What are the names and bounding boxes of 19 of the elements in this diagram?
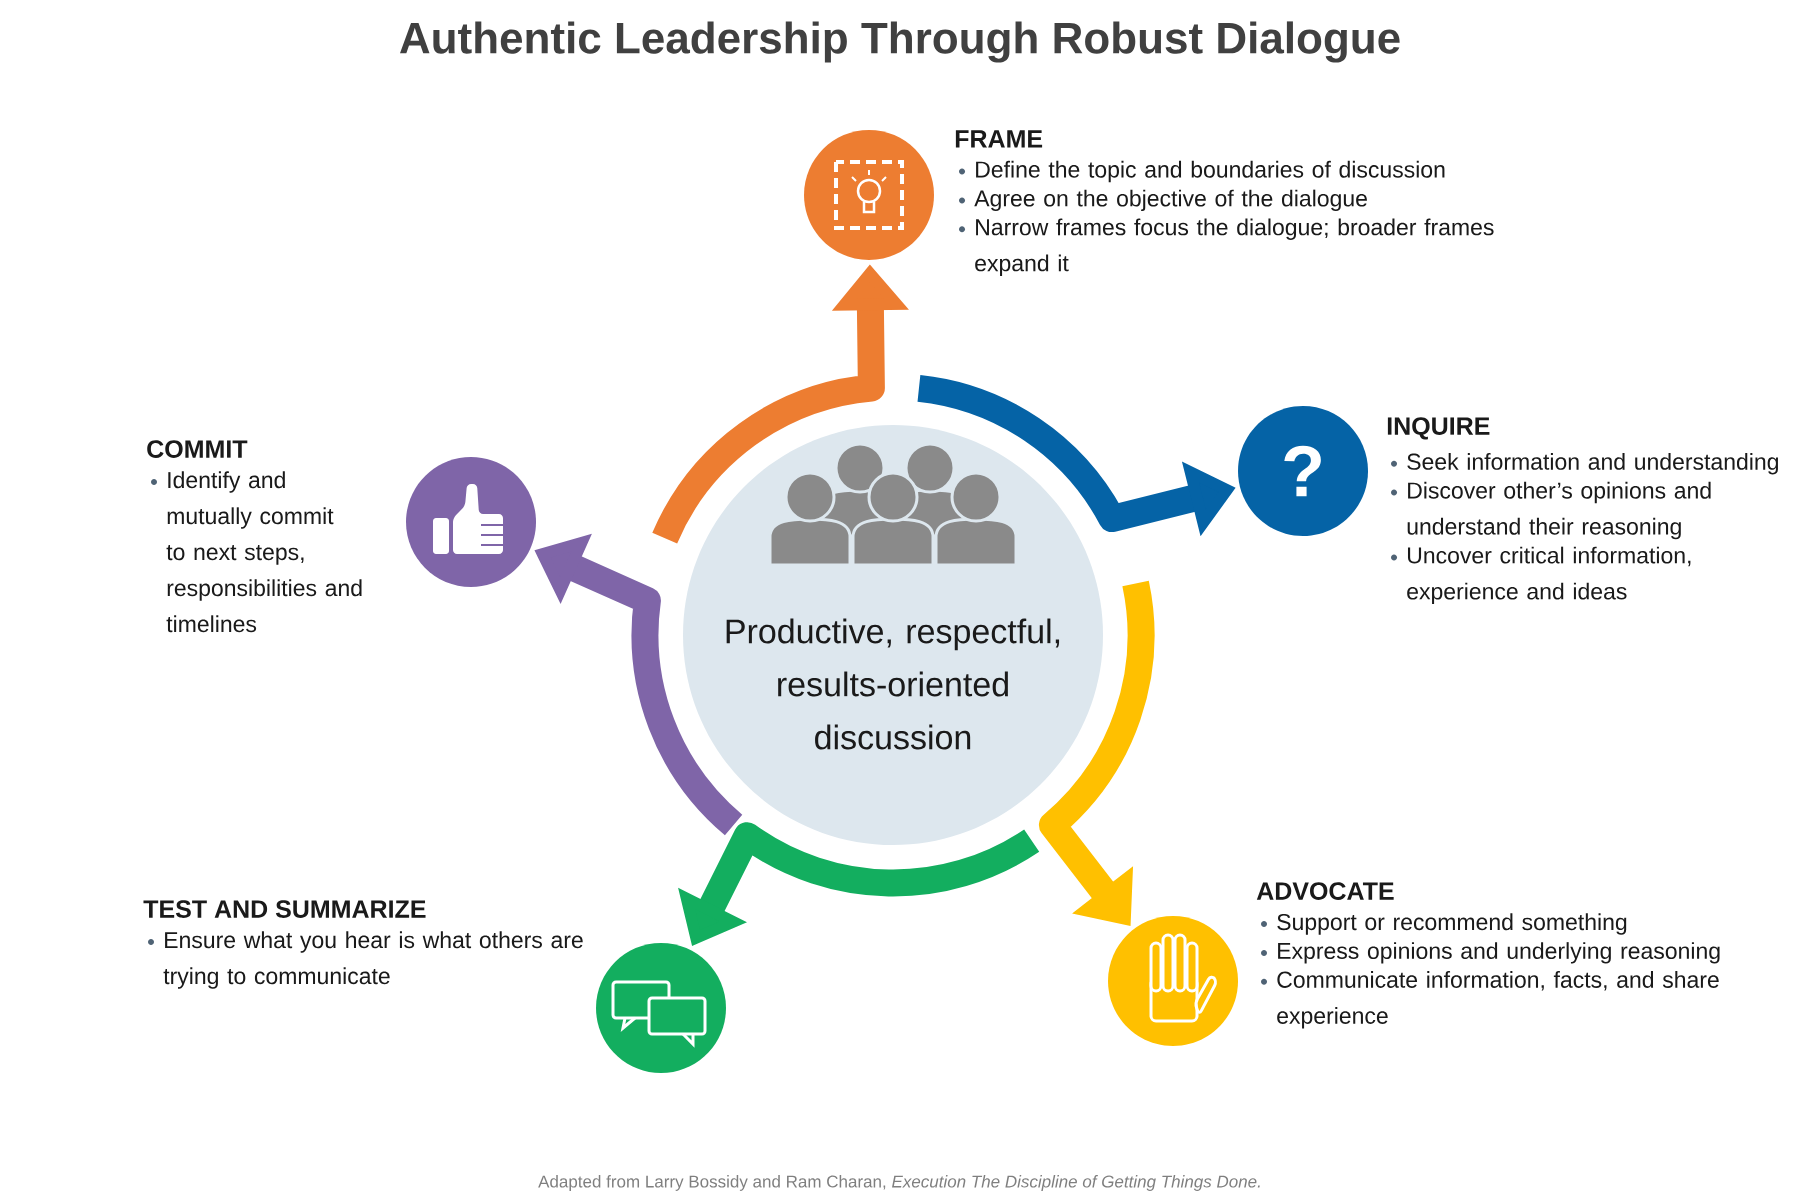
caption: Adapted from Larry Bossidy and Ram Charan, Execution The Discipline of Getting Things Done. [538, 1175, 1260, 1191]
bullet-text: Discover other’s opinions and understand their reasoning [1407, 481, 1711, 540]
bullet-text: Define the topic and boundaries of discussion [976, 160, 1445, 183]
heading: TEST AND SUMMARIZE [143, 900, 426, 918]
heading: INQUIRE [1387, 417, 1490, 440]
bullet-text: Identify and mutually commit to next steps, responsibilities and timelines [166, 471, 362, 633]
heading: FRAME [955, 130, 1043, 148]
bullet-text: Communicate information, facts, and share experience [1277, 971, 1719, 1029]
heading: COMMIT [147, 440, 248, 458]
bullet-text: Ensure what you hear is what others are trying to communicate [163, 931, 583, 989]
title: Authentic Leadership Through Robust Dialogue [400, 21, 1400, 63]
bullet-text: Express opinions and underlying reasoning [1278, 942, 1720, 964]
bullet-text: Uncover critical information, experience and ideas [1407, 546, 1691, 605]
bullet-text: Agree on the objective of the dialogue [974, 189, 1367, 212]
bullet-text: Narrow frames focus the dialogue; broader frames expand it [975, 218, 1494, 276]
bullet-text: Seek information and understanding [1407, 453, 1778, 475]
question-mark: ? [1284, 445, 1321, 497]
heading: ADVOCATE [1256, 882, 1394, 900]
bullet-text: Support or recommend something [1277, 913, 1627, 935]
